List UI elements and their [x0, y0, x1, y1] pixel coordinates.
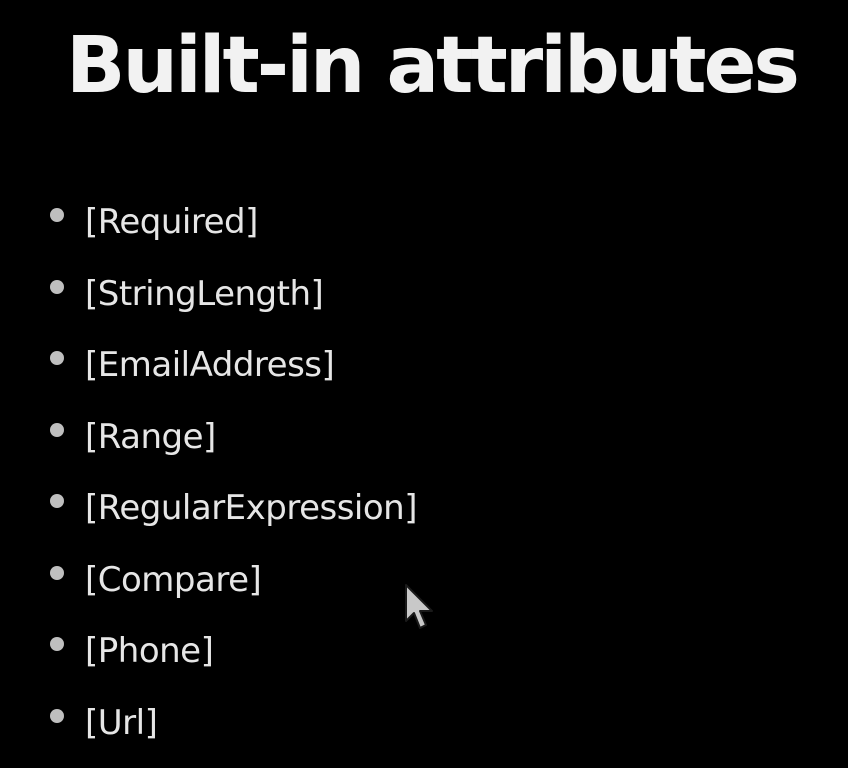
slide-title: Built-in attributes — [66, 18, 797, 114]
list-item: [Phone] — [50, 625, 417, 697]
list-item-label: [Range] — [85, 411, 216, 463]
list-item: [RegularExpression] — [50, 482, 417, 554]
list-item: [Url] — [50, 697, 417, 768]
bullet-icon — [50, 280, 64, 294]
bullet-icon — [50, 709, 64, 723]
list-item-label: [RegularExpression] — [85, 482, 417, 534]
list-item: [Compare] — [50, 554, 417, 626]
list-item-label: [Phone] — [85, 625, 213, 677]
list-item: [Required] — [50, 196, 417, 268]
list-item-label: [Compare] — [85, 554, 261, 606]
bullet-icon — [50, 423, 64, 437]
bullet-icon — [50, 494, 64, 508]
list-item-label: [Url] — [85, 697, 157, 749]
mouse-pointer-icon — [403, 583, 437, 633]
list-item-label: [Required] — [85, 196, 258, 248]
bullet-icon — [50, 208, 64, 222]
bullet-icon — [50, 637, 64, 651]
list-item-label: [EmailAddress] — [85, 339, 334, 391]
list-item: [Range] — [50, 411, 417, 483]
list-item-label: [StringLength] — [85, 268, 323, 320]
list-item: [EmailAddress] — [50, 339, 417, 411]
attribute-list: [Required] [StringLength] [EmailAddress]… — [50, 196, 417, 768]
bullet-icon — [50, 351, 64, 365]
bullet-icon — [50, 566, 64, 580]
list-item: [StringLength] — [50, 268, 417, 340]
